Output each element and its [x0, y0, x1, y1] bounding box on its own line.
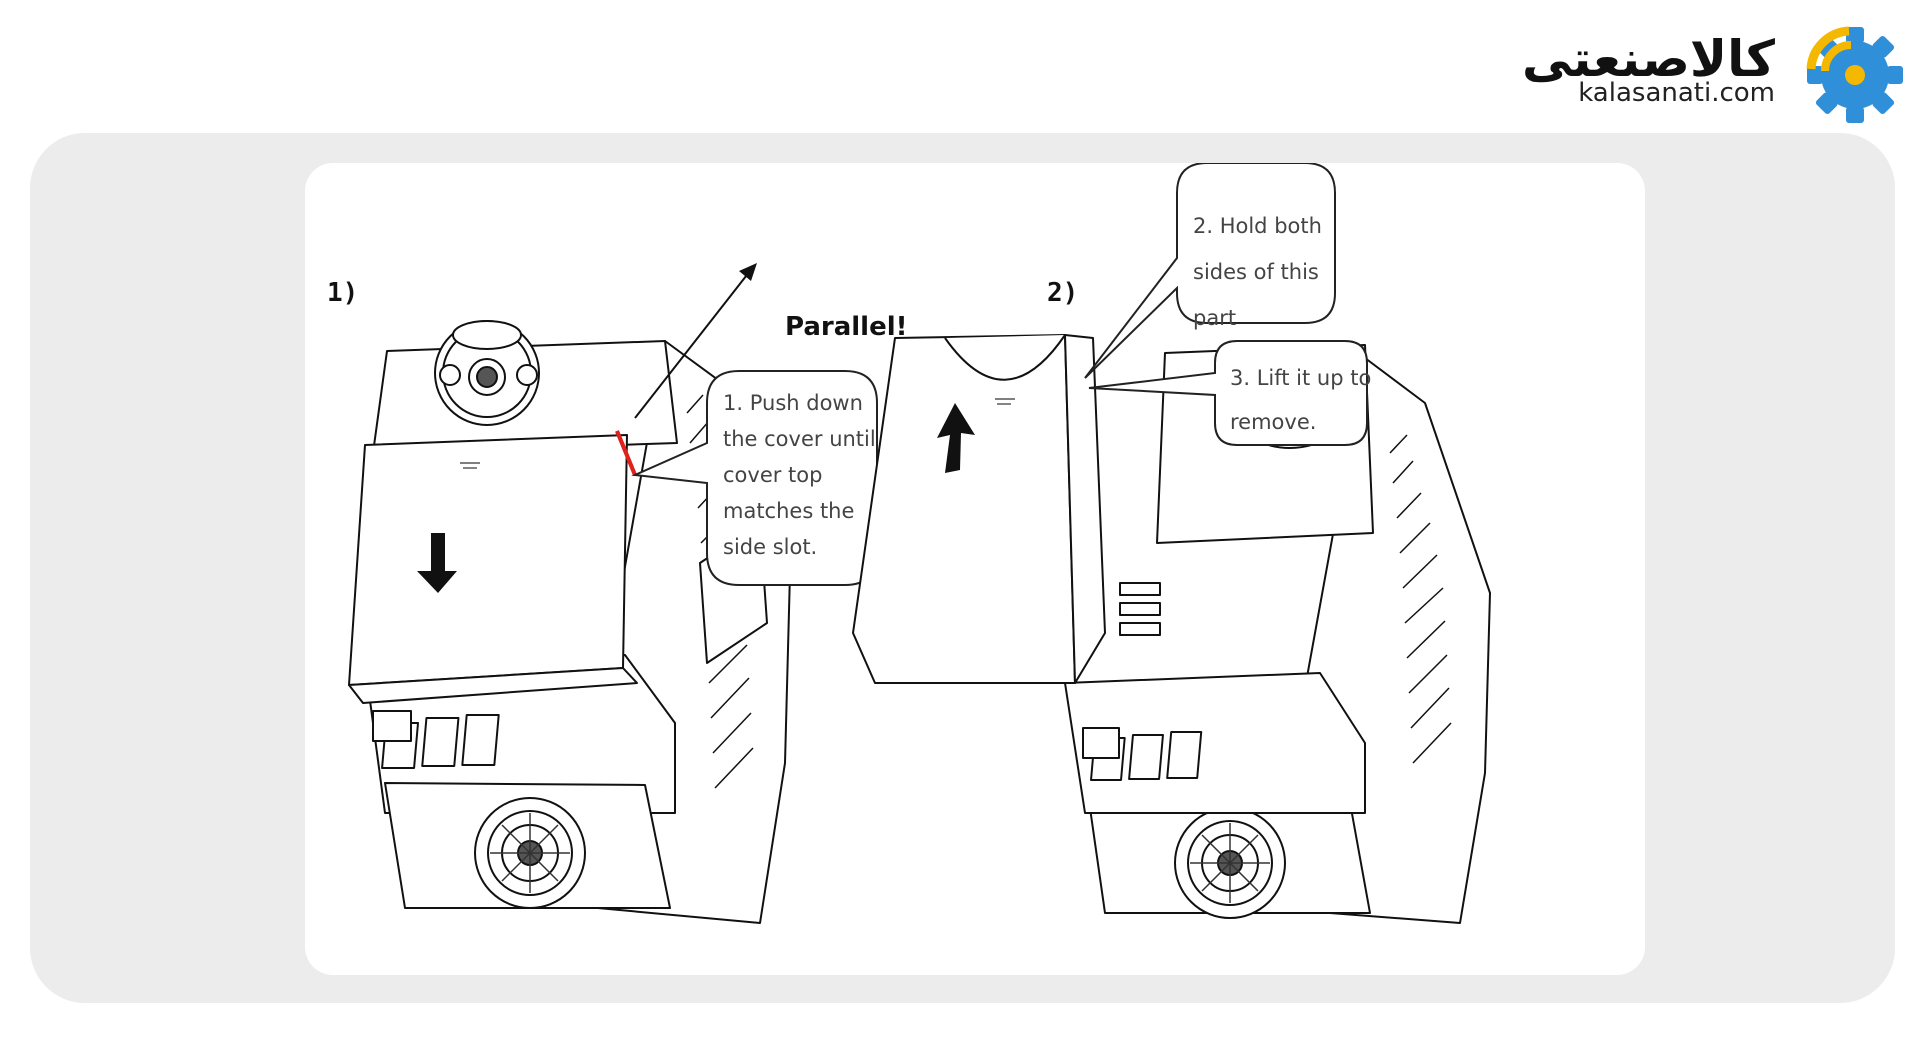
callout-2: 2. Hold both sides of this part: [1084, 163, 1336, 379]
callout-1: 1. Push down the cover until cover top m…: [631, 370, 878, 586]
brand-name-persian: کالاصنعتی: [1521, 30, 1775, 88]
cover-removal-diagram: 1) 2) Parallel!: [327, 163, 1491, 924]
callout-1-line-3: cover top: [723, 463, 822, 487]
parallel-label: Parallel!: [785, 312, 908, 342]
callout-3-line-2: remove.: [1230, 410, 1316, 434]
device-2-drawing: [852, 334, 1491, 924]
callout-1-line-5: side slot.: [723, 535, 817, 559]
diagram-panel: 1) 2) Parallel!: [305, 163, 1645, 975]
brand-logo[interactable]: کالاصنعتی kalasanati.com: [1522, 20, 1915, 125]
callout-3-line-1: 3. Lift it up to: [1230, 366, 1371, 390]
brand-domain: kalasanati.com: [1578, 78, 1775, 108]
callout-2-line-2: sides of this: [1193, 260, 1319, 284]
callout-3: 3. Lift it up to remove.: [1088, 340, 1371, 446]
callout-1-line-2: the cover until: [723, 427, 876, 451]
gear-signal-icon: [1806, 26, 1903, 123]
parallel-pointer: [634, 263, 757, 419]
callout-2-line-1: 2. Hold both: [1193, 214, 1322, 238]
callout-1-line-4: matches the: [723, 499, 854, 523]
callout-2-line-3: part: [1193, 306, 1236, 330]
step-2-label: 2): [1047, 278, 1078, 308]
callout-1-line-1: 1. Push down: [723, 391, 863, 415]
step-1-label: 1): [327, 278, 358, 308]
